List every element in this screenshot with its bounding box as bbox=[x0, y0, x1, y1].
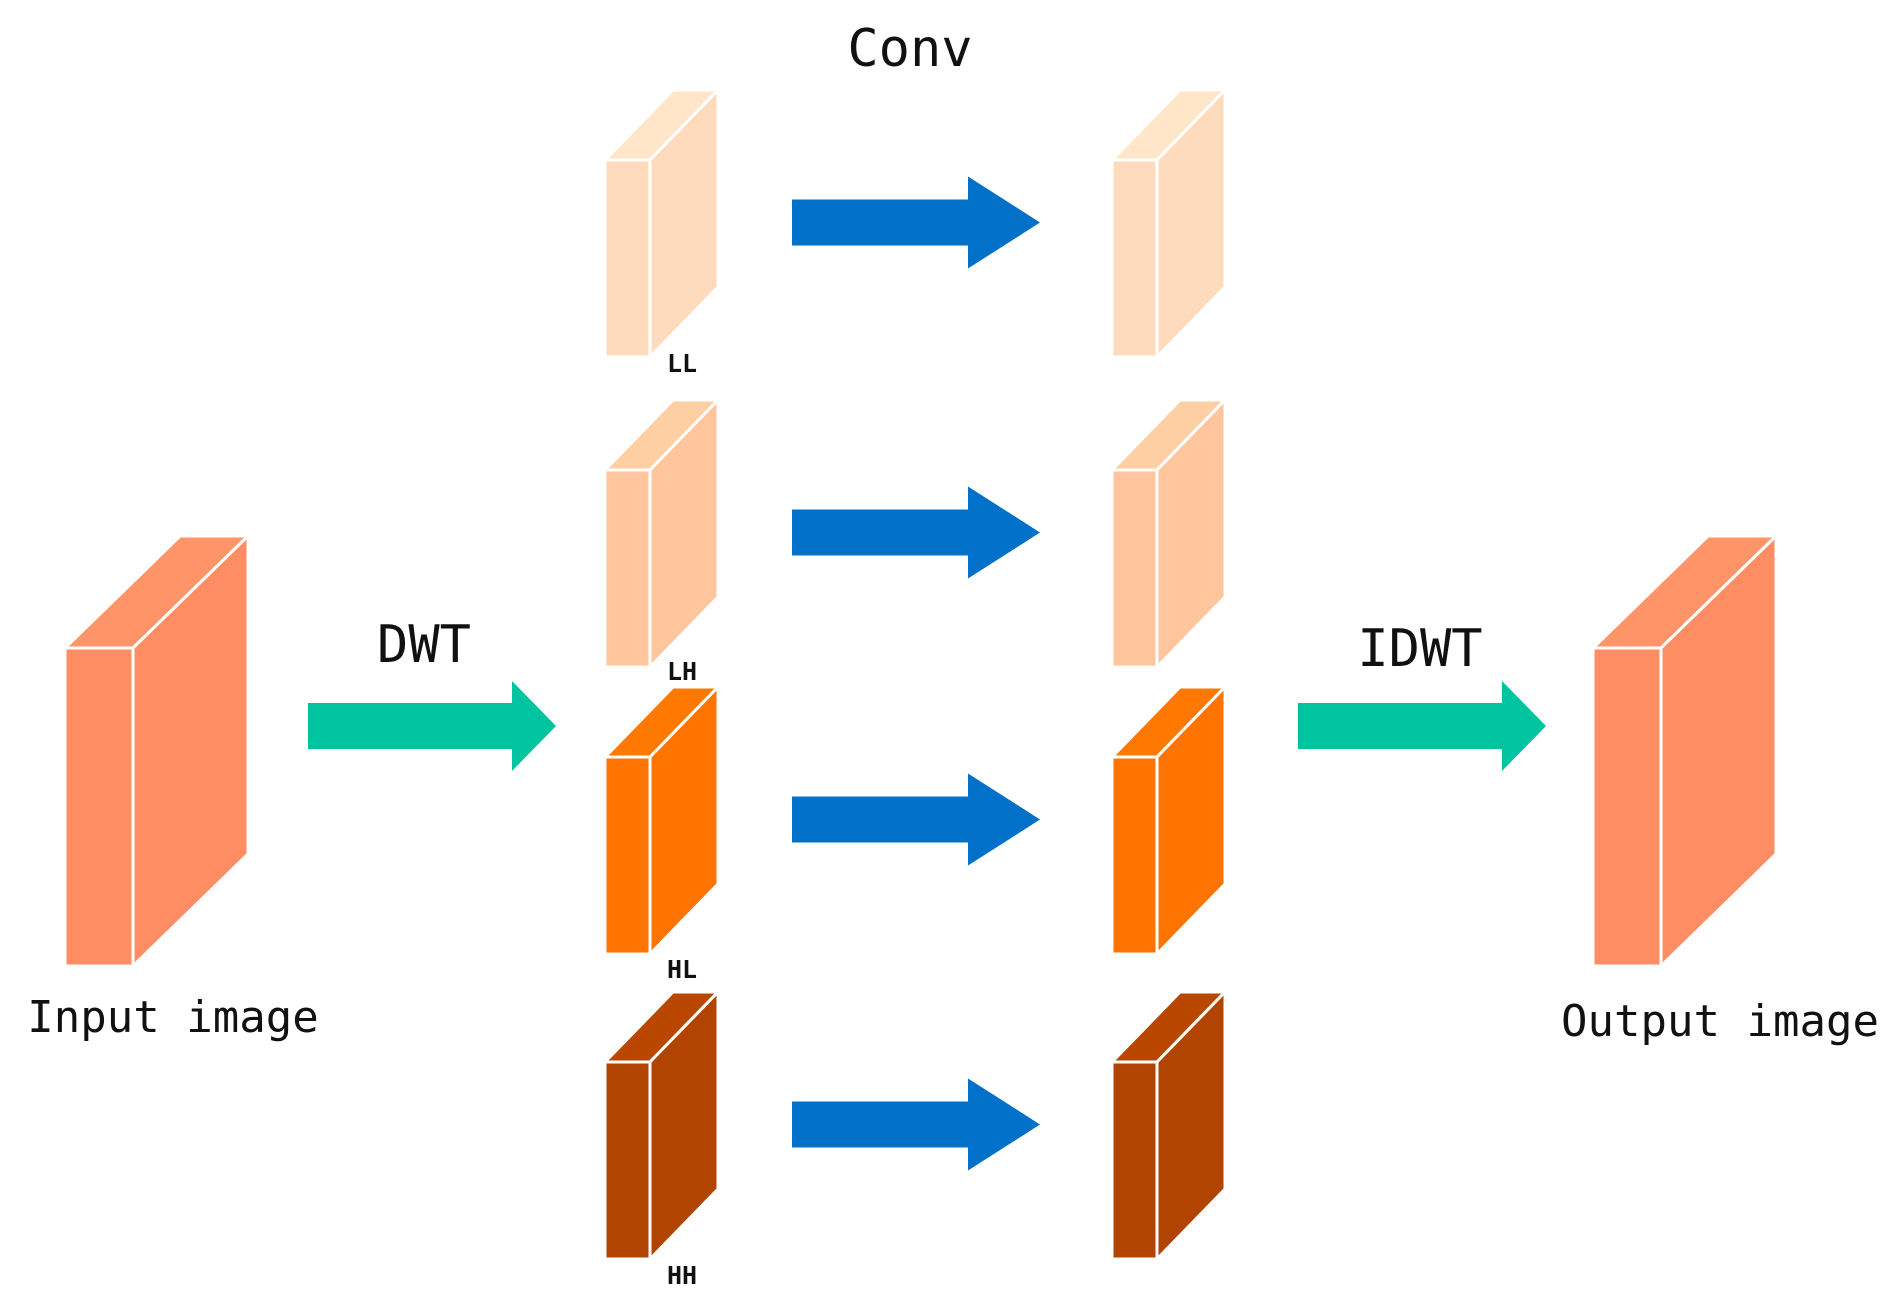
subband-input-column bbox=[603, 88, 720, 1261]
conv-arrow-hl bbox=[792, 773, 1040, 866]
dwt-arrow bbox=[308, 681, 556, 771]
idwt-arrow-shape bbox=[1298, 681, 1546, 771]
dwt-arrow-shape bbox=[308, 681, 556, 771]
subband-output-column bbox=[1110, 88, 1227, 1261]
subband-out-hl-front-face bbox=[1110, 755, 1159, 956]
conv-arrow-hh bbox=[792, 1078, 1040, 1171]
idwt-arrow bbox=[1298, 681, 1546, 771]
subband-label-ll: LL bbox=[667, 349, 697, 378]
input-image-block bbox=[63, 534, 250, 968]
subband-out-lh-front-face bbox=[1110, 468, 1159, 669]
conv-label: Conv bbox=[847, 19, 972, 79]
subband-label-hh: HH bbox=[667, 1261, 697, 1290]
conv-arrows bbox=[792, 176, 1040, 1171]
output-image-block bbox=[1591, 534, 1778, 968]
subband-out-hh-front-face bbox=[1110, 1060, 1159, 1261]
subband-in-lh-front-face bbox=[603, 468, 652, 669]
subband-label-hl: HL bbox=[667, 955, 697, 984]
dwt-label: DWT bbox=[377, 615, 471, 675]
subband-in-hh-front-face bbox=[603, 1060, 652, 1261]
idwt-label: IDWT bbox=[1357, 619, 1482, 679]
subband-in-ll-front-face bbox=[603, 158, 652, 359]
conv-arrow-lh bbox=[792, 486, 1040, 579]
subband-label-lh: LH bbox=[667, 657, 697, 686]
subband-out-ll-front-face bbox=[1110, 158, 1159, 359]
input-block-front-face bbox=[63, 646, 135, 968]
subband-in-hl-front-face bbox=[603, 755, 652, 956]
input-image-label: Input image bbox=[27, 992, 318, 1043]
conv-arrow-ll bbox=[792, 176, 1040, 269]
output-image-label: Output image bbox=[1561, 996, 1879, 1047]
output-block-front-face bbox=[1591, 646, 1663, 968]
